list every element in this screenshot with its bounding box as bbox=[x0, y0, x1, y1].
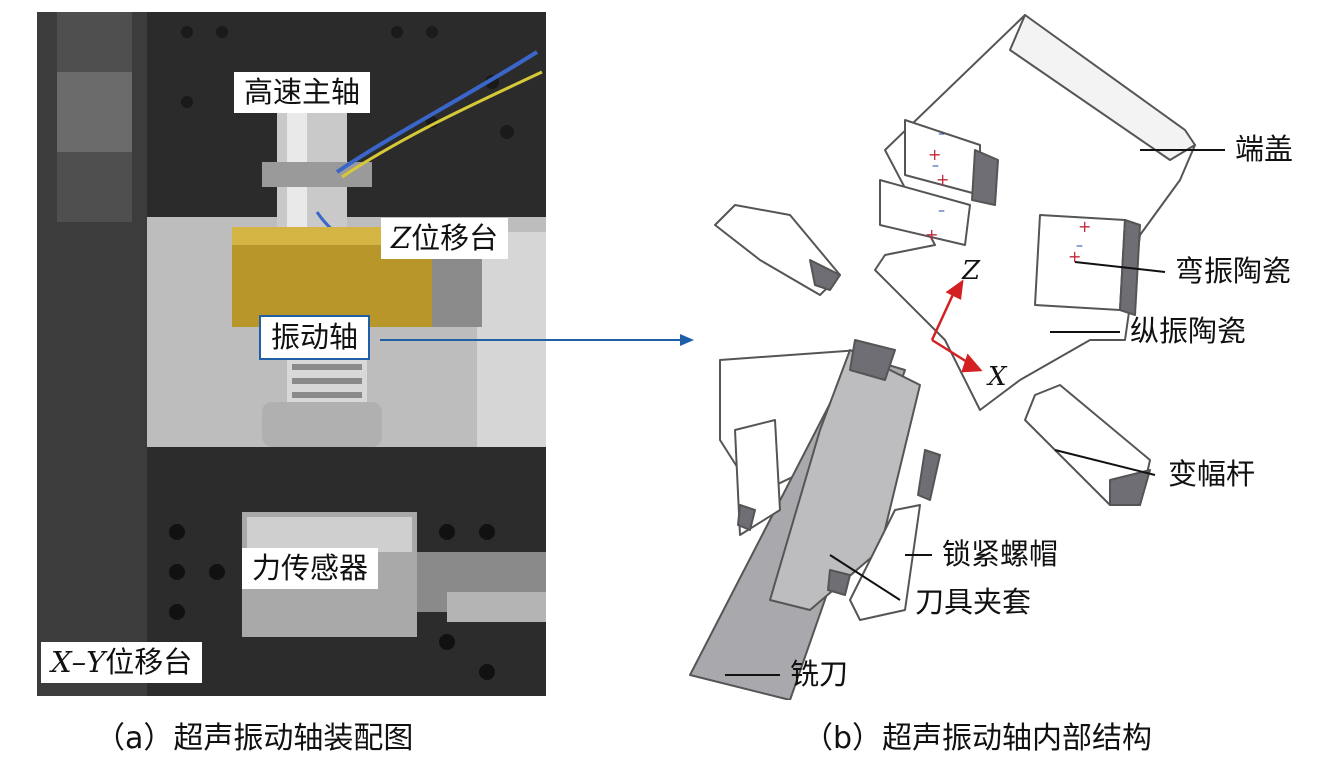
z-axis-line bbox=[930, 289, 957, 341]
label-xy-stage-text: 位移台 bbox=[105, 645, 193, 679]
label-force-sensor-text: 力传感器 bbox=[252, 551, 369, 585]
ceramic-mark: + bbox=[1078, 217, 1091, 236]
z-axis-head bbox=[945, 279, 964, 300]
label-z-stage-letter: Z bbox=[391, 221, 412, 255]
ceramic-mark: + bbox=[925, 225, 938, 244]
leader-tool-collet bbox=[829, 554, 901, 601]
label-vibration-shaft: 振动轴 bbox=[259, 315, 371, 360]
structure-diagram-drawing: + + + + + – – – – bbox=[689, 14, 1225, 700]
tool-collet bbox=[769, 349, 921, 611]
end-cap bbox=[1009, 14, 1196, 161]
ceramic-mark: – bbox=[938, 126, 945, 142]
ceramic-mark: – bbox=[932, 158, 939, 174]
ceramic-mark: + bbox=[1068, 247, 1081, 266]
label-vibration-shaft-text: 振动轴 bbox=[271, 320, 359, 354]
ceramic-mark: + bbox=[928, 145, 941, 164]
caption-panel-b: （b）超声振动轴内部结构 bbox=[803, 721, 1153, 756]
connector-arrow-head bbox=[680, 334, 694, 346]
callout-milling-cutter: 铣刀 bbox=[790, 657, 849, 691]
label-force-sensor: 力传感器 bbox=[242, 548, 379, 589]
leader-bending-ceramic bbox=[1074, 261, 1166, 273]
label-xy-stage-letter: X–Y bbox=[51, 645, 106, 679]
connector-arrow bbox=[380, 334, 694, 346]
structure-diagram: + + + + + – – – – Z X bbox=[680, 10, 1338, 700]
ceramic-mark: – bbox=[938, 203, 945, 219]
ceramic-mark: + bbox=[936, 170, 949, 189]
x-axis-label: X bbox=[988, 362, 1007, 392]
callout-longitudinal-ceramic: 纵振陶瓷 bbox=[1130, 314, 1247, 348]
label-z-stage: Z位移台 bbox=[381, 218, 509, 259]
label-xy-stage: X–Y位移台 bbox=[41, 642, 203, 683]
label-z-stage-text: 位移台 bbox=[411, 221, 499, 255]
callout-horn: 变幅杆 bbox=[1168, 457, 1256, 491]
label-high-speed-spindle-text: 高速主轴 bbox=[244, 75, 361, 109]
callout-lock-nut: 锁紧螺帽 bbox=[942, 537, 1059, 571]
assembly-photo: 高速主轴 Z位移台 振动轴 力传感器 X–Y位移台 bbox=[37, 12, 546, 696]
z-axis-label: Z bbox=[962, 256, 981, 286]
leader-horn bbox=[1054, 449, 1156, 476]
callout-bending-ceramic: 弯振陶瓷 bbox=[1175, 254, 1292, 288]
lock-nut-right bbox=[849, 504, 921, 621]
x-axis-head bbox=[961, 353, 983, 373]
ceramic-mark: – bbox=[1076, 238, 1083, 254]
label-high-speed-spindle: 高速主轴 bbox=[234, 72, 371, 113]
caption-panel-a: （a）超声振动轴装配图 bbox=[95, 721, 414, 756]
callout-end-cap: 端盖 bbox=[1235, 132, 1294, 166]
callout-tool-collet: 刀具夹套 bbox=[915, 585, 1032, 619]
